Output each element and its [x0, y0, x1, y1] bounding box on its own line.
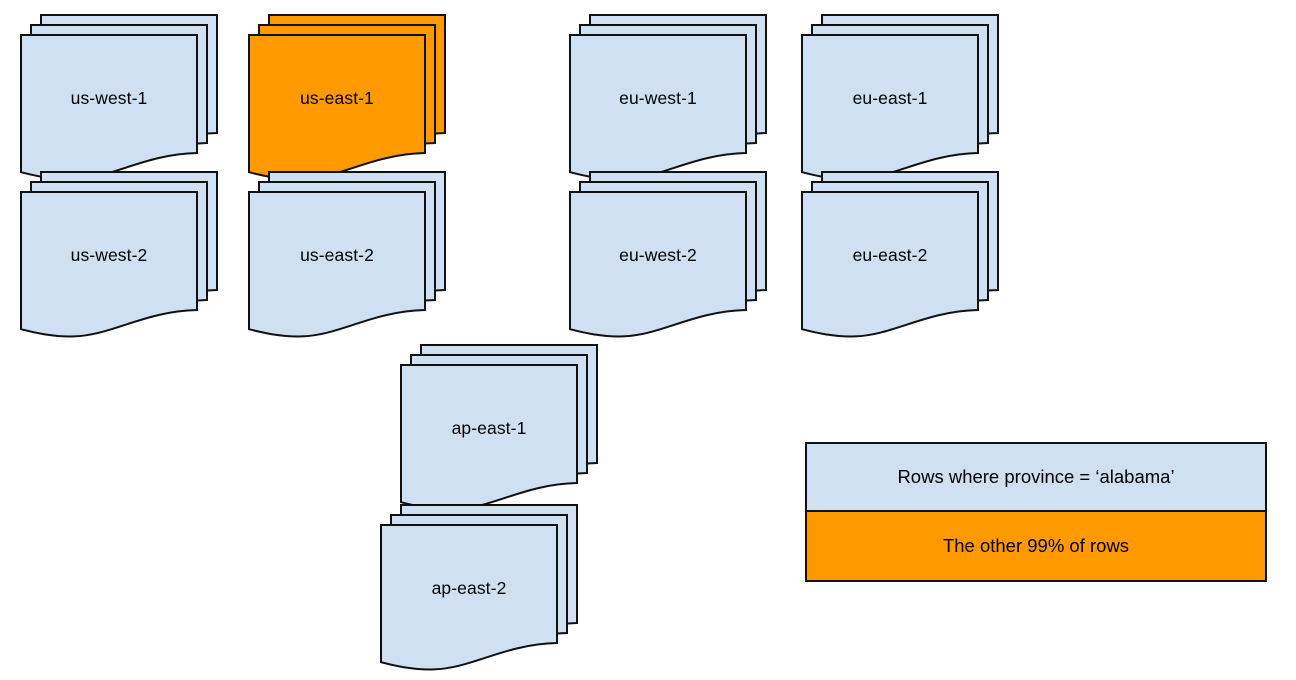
doc-layer — [380, 524, 558, 671]
doc-stack-eu-east-1[interactable]: eu-east-1 — [801, 14, 1020, 181]
doc-stack-shape-us-west-1 — [20, 14, 218, 181]
doc-stack-us-west-1[interactable]: us-west-1 — [20, 14, 239, 181]
doc-layer — [801, 34, 979, 181]
doc-stack-ap-east-1[interactable]: ap-east-1 — [400, 344, 619, 511]
doc-stack-us-east-1[interactable]: us-east-1 — [248, 14, 467, 181]
doc-stack-shape-eu-west-2 — [569, 171, 767, 338]
legend-other-rows-label: The other 99% of rows — [942, 535, 1130, 556]
legend-other-rows: The other 99% of rows — [807, 512, 1265, 580]
doc-stack-us-west-2[interactable]: us-west-2 — [20, 171, 239, 338]
doc-layer — [20, 34, 198, 181]
doc-stack-shape-ap-east-2 — [380, 504, 578, 671]
doc-stack-shape-us-east-1 — [248, 14, 446, 181]
legend-matching-rows: Rows where province = ‘alabama’ — [807, 444, 1265, 512]
doc-stack-shape-us-east-2 — [248, 171, 446, 338]
legend-matching-rows-label: Rows where province = ‘alabama’ — [897, 466, 1175, 487]
doc-layer — [400, 364, 578, 511]
doc-layer — [20, 191, 198, 338]
doc-layer — [248, 34, 426, 181]
doc-stack-eu-east-2[interactable]: eu-east-2 — [801, 171, 1020, 338]
doc-layer — [569, 34, 747, 181]
doc-stack-shape-us-west-2 — [20, 171, 218, 338]
legend: Rows where province = ‘alabama’ The other… — [805, 442, 1267, 582]
doc-stack-shape-eu-east-1 — [801, 14, 999, 181]
doc-stack-eu-west-2[interactable]: eu-west-2 — [569, 171, 788, 338]
doc-layer — [801, 191, 979, 338]
doc-stack-ap-east-2[interactable]: ap-east-2 — [380, 504, 599, 671]
doc-layer — [569, 191, 747, 338]
doc-stack-eu-west-1[interactable]: eu-west-1 — [569, 14, 788, 181]
doc-stack-shape-eu-east-2 — [801, 171, 999, 338]
doc-stack-shape-eu-west-1 — [569, 14, 767, 181]
doc-stack-shape-ap-east-1 — [400, 344, 598, 511]
doc-layer — [248, 191, 426, 338]
doc-stack-us-east-2[interactable]: us-east-2 — [248, 171, 467, 338]
